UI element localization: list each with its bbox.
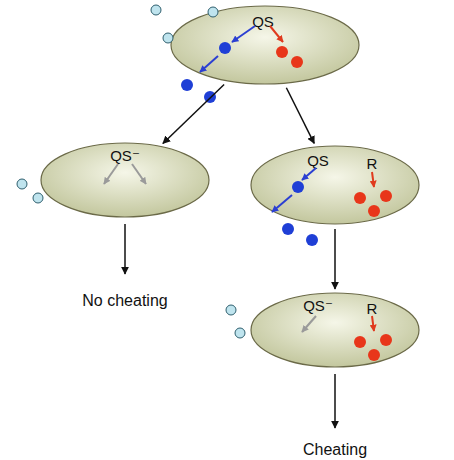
connector-arrow [163, 84, 224, 143]
public-good [204, 91, 216, 103]
public-good [292, 181, 304, 193]
cell-ellipse: QS [170, 5, 360, 85]
cell-label: QS [252, 13, 274, 30]
blue-arrow [232, 26, 255, 42]
cell-label: R [367, 300, 378, 317]
outcome-label: Cheating [303, 441, 367, 459]
grey-arrow [132, 164, 146, 184]
grey-arrow [302, 316, 316, 332]
signal-molecule [235, 328, 245, 338]
ellipse-outline [250, 292, 420, 368]
signal-molecule [226, 305, 236, 315]
red-arrow [372, 316, 374, 331]
connector-arrow [334, 229, 336, 289]
red-arrow [372, 172, 374, 187]
private-good [291, 56, 303, 68]
private-good [368, 349, 380, 361]
blue-arrow [272, 195, 292, 212]
grey-arrow [104, 164, 118, 184]
ellipse-outline [250, 145, 420, 225]
cell-label: QS⁻ [303, 297, 333, 315]
outcome-arrow [334, 374, 336, 428]
outcome-arrow [124, 224, 126, 274]
blue-arrow [302, 168, 316, 180]
signal-molecule [163, 33, 173, 43]
outcome-label: No cheating [82, 292, 167, 310]
cell-label: QS [307, 152, 329, 169]
public-good [219, 42, 231, 54]
cell-membrane [171, 6, 359, 84]
blue-arrow [200, 56, 218, 72]
cell-membrane [41, 143, 209, 217]
public-good [181, 79, 193, 91]
signal-molecule [208, 7, 218, 17]
private-good [354, 192, 366, 204]
red-arrow [270, 26, 283, 42]
signal-molecule [33, 193, 43, 203]
connector-layer [163, 84, 335, 289]
cell-membrane [251, 146, 419, 224]
signal-molecule [151, 5, 161, 15]
signal-molecule [17, 179, 27, 189]
private-good [354, 336, 366, 348]
cell-label: R [367, 155, 378, 172]
private-good [276, 46, 288, 58]
public-good [282, 223, 294, 235]
cell-ellipse: QS R [250, 145, 420, 225]
cell-ellipse: QS⁻ [40, 142, 210, 218]
private-good [380, 190, 392, 202]
connector-arrow [286, 88, 314, 144]
private-good [368, 205, 380, 217]
cell-label: QS⁻ [110, 147, 140, 165]
cell-membrane [251, 293, 419, 367]
public-good [306, 234, 318, 246]
decorations [17, 5, 392, 428]
private-good [380, 334, 392, 346]
cell-ellipse: QS⁻ R [250, 292, 420, 368]
